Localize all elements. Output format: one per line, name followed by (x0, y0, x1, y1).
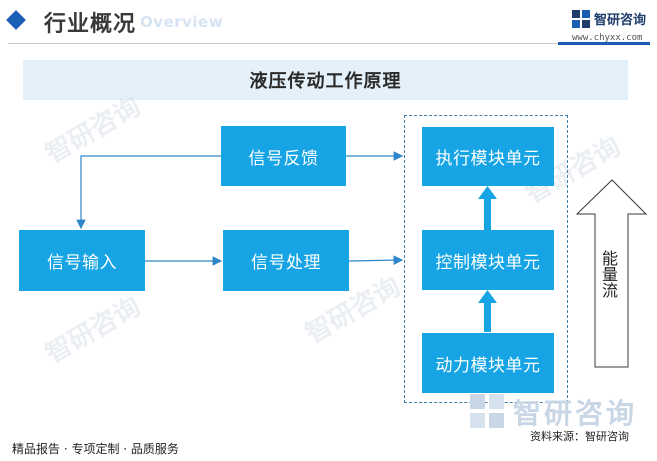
diagram-title-banner: 液压传动工作原理 (23, 60, 628, 100)
energy-flow-arrow (575, 179, 648, 368)
node-execute-module: 执行模块单元 (422, 127, 554, 186)
footer-tagline: 精品报告 · 专项定制 · 品质服务 (12, 442, 179, 456)
node-signal-feedback: 信号反馈 (221, 126, 346, 186)
power-to-control-arrow (478, 290, 497, 332)
control-to-execute-arrow (478, 186, 497, 230)
processing-to-group-connector (348, 255, 404, 265)
node-signal-processing: 信号处理 (223, 230, 349, 291)
watermark-brand: 智研咨询 (513, 397, 638, 430)
page-title: 行业概况 (44, 12, 137, 37)
watermark-logo-icon (470, 394, 504, 428)
brand-url: www.chyxx.com (572, 33, 643, 43)
node-power-module: 动力模块单元 (422, 333, 554, 393)
feedback-to-input-connector (76, 155, 221, 230)
page-subtitle: Overview (140, 13, 224, 31)
module-group-outline (404, 115, 568, 403)
header-divider-accent (558, 42, 650, 45)
source-note: 资料来源：智研咨询 (530, 430, 629, 443)
header-divider (8, 43, 558, 44)
brand-logo-icon (572, 10, 590, 28)
diagram-title: 液压传动工作原理 (249, 71, 402, 92)
node-control-module: 控制模块单元 (422, 230, 554, 290)
energy-flow-label: 能量流 (599, 250, 618, 298)
node-signal-input: 信号输入 (19, 230, 145, 291)
brand-name: 智研咨询 (594, 13, 647, 28)
